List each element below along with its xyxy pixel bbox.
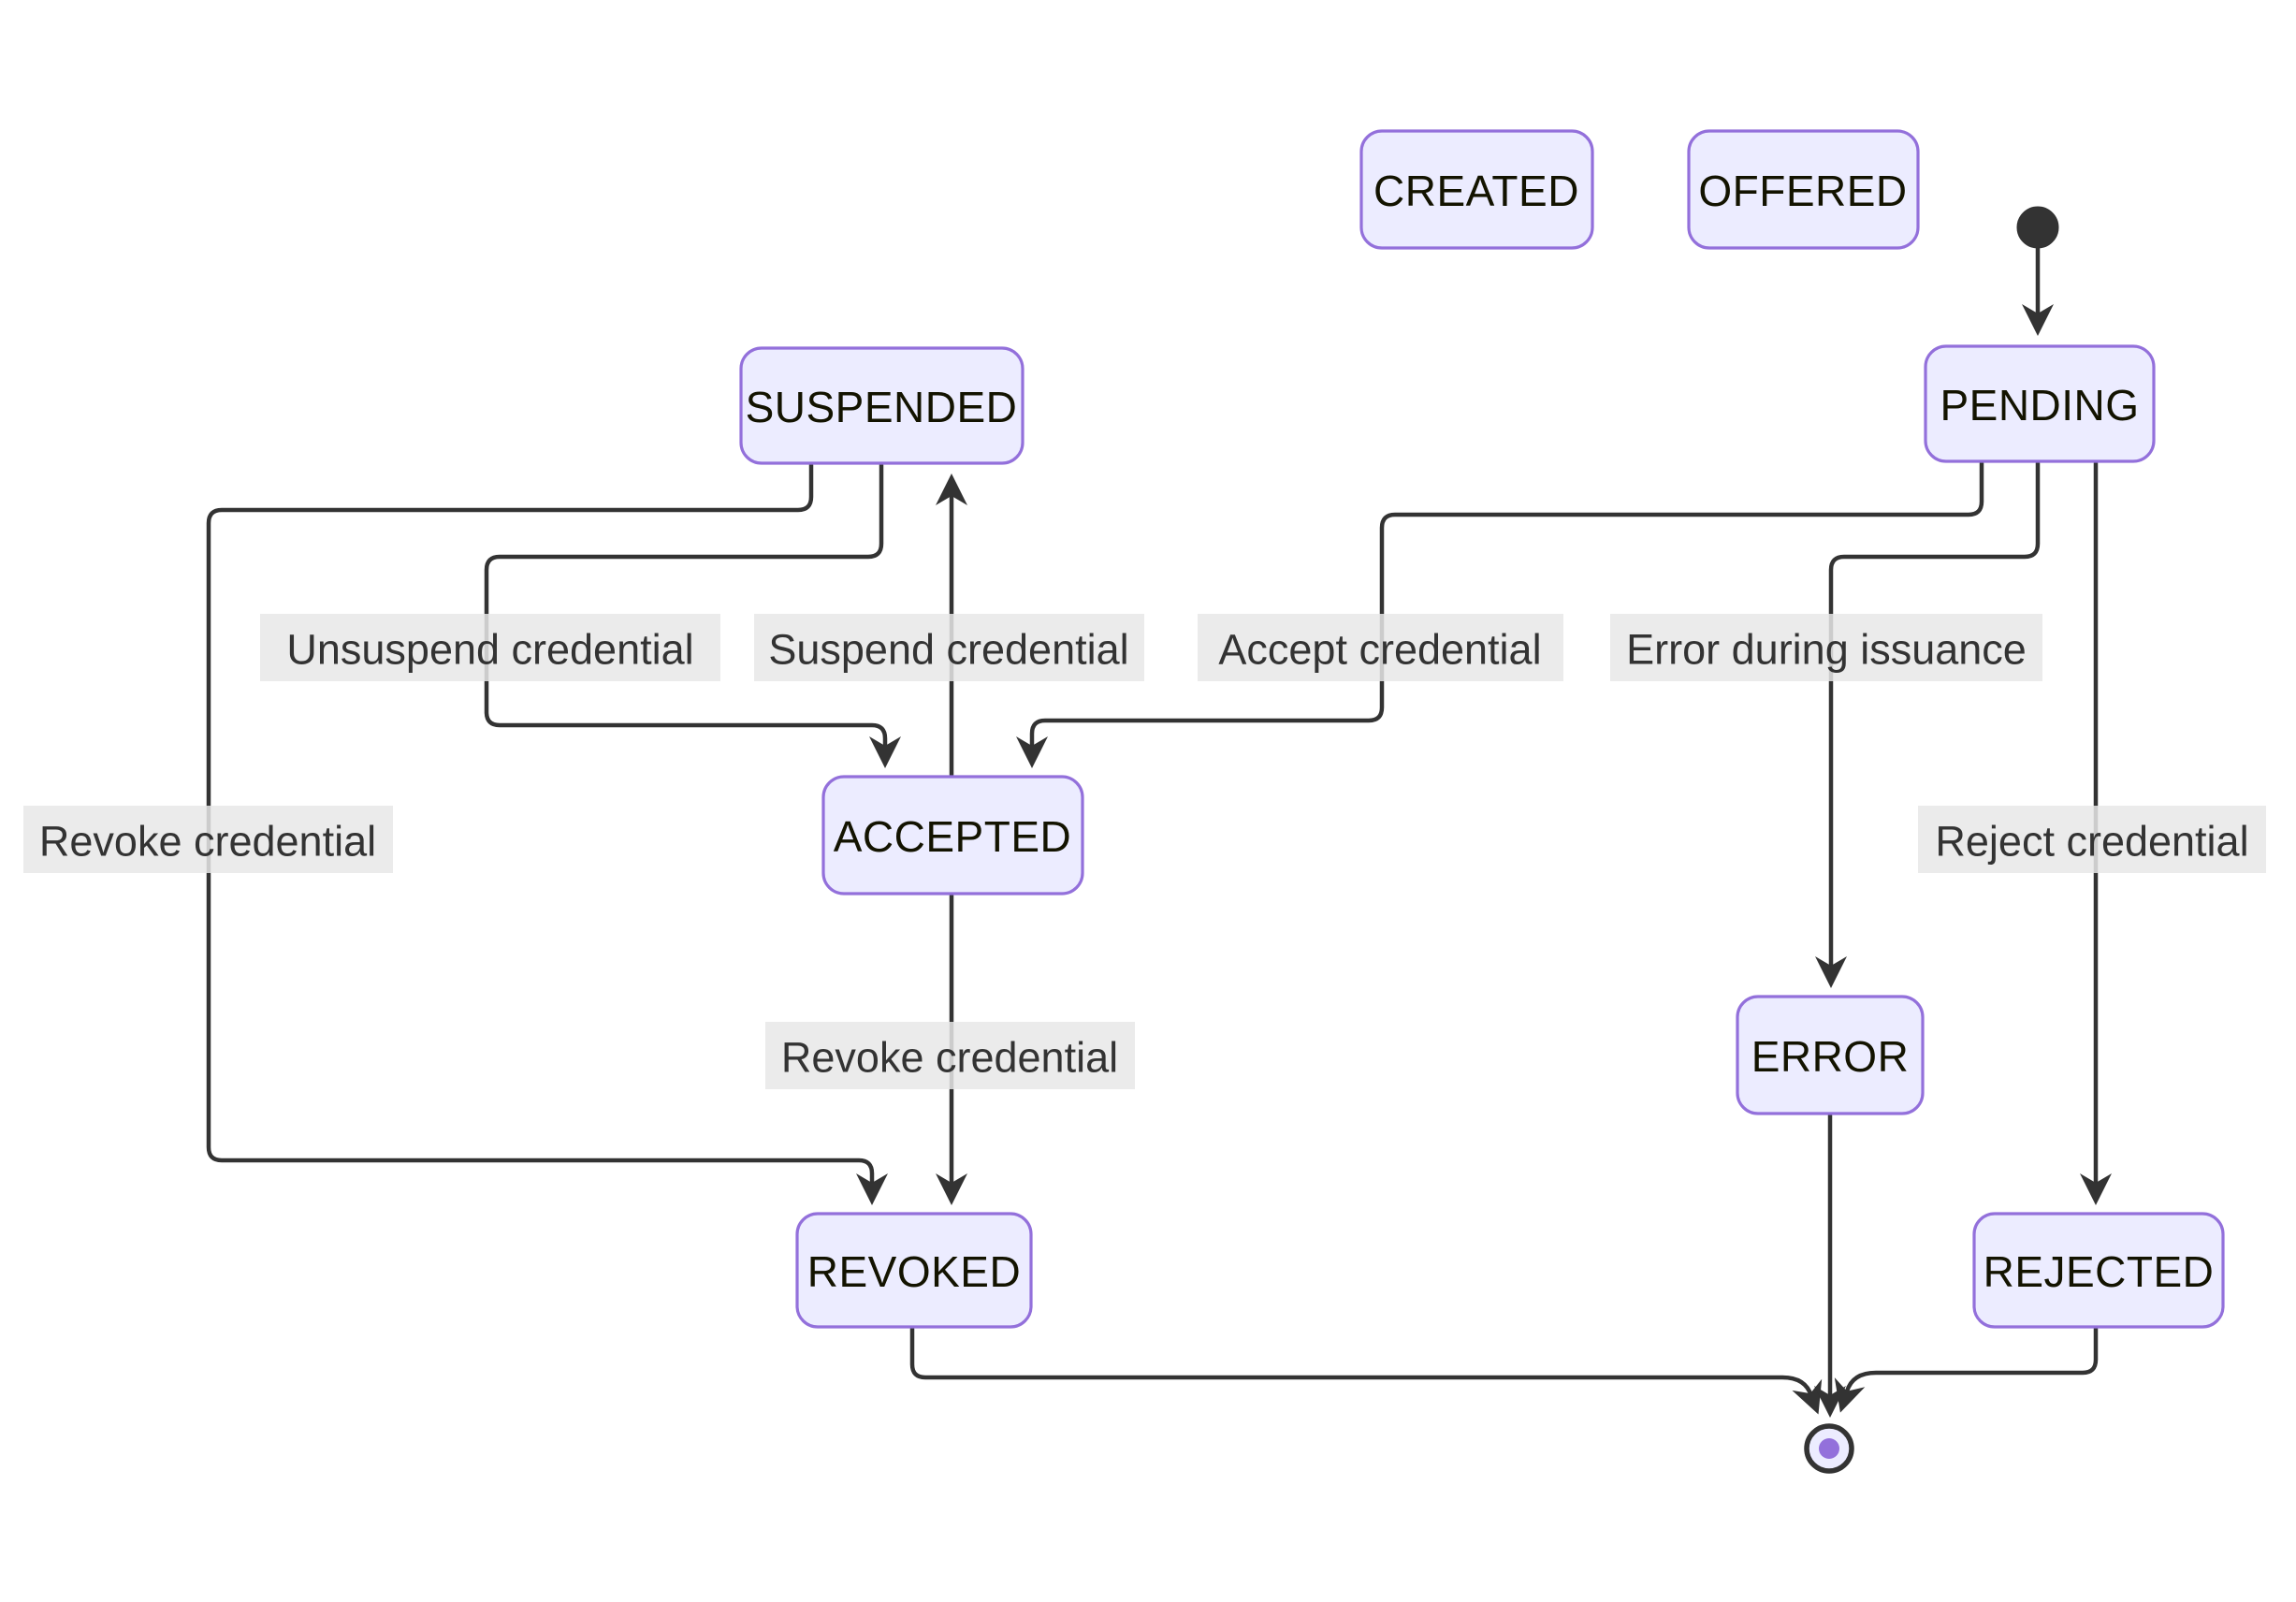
edge-label-bg [1198, 614, 1563, 681]
edge-label-accept-credential: Accept credential [1198, 614, 1563, 681]
edge-label-text: Revoke credential [781, 1034, 1118, 1082]
state-pending: PENDING [1924, 344, 2156, 463]
final-state-ring [1804, 1423, 1854, 1474]
state-box [1359, 129, 1594, 250]
state-created: CREATED [1359, 129, 1594, 250]
edge-label-text: Error during issuance [1626, 626, 2027, 674]
edge-pending-to-error [1815, 460, 2041, 988]
edge-pending-to-accepted [1016, 460, 1984, 768]
state-suspended: SUSPENDED [739, 346, 1024, 465]
state-box [739, 346, 1024, 465]
edge-label-text: Suspend credential [768, 626, 1128, 674]
state-name: REJECTED [1984, 1247, 2215, 1296]
edge-label-text: Revoke credential [39, 818, 376, 866]
state-name: REVOKED [807, 1247, 1021, 1296]
state-error: ERROR [1736, 995, 1925, 1115]
final-state-inner-dot [1819, 1438, 1839, 1459]
edge-label-text: Unsuspend credential [286, 626, 693, 674]
edge-label-revoke-credential-center: Revoke credential [765, 1022, 1135, 1089]
edge-label-text: Accept credential [1218, 626, 1541, 674]
state-rejected: REJECTED [1972, 1212, 2225, 1329]
edge-revoked-to-final [909, 1326, 1823, 1415]
state-accepted: ACCEPTED [821, 775, 1084, 896]
state-box [1736, 995, 1925, 1115]
state-revoked: REVOKED [795, 1212, 1033, 1329]
edges [206, 246, 2112, 1418]
state-box [1687, 129, 1920, 250]
state-name: ACCEPTED [834, 812, 1071, 861]
edge-label-revoke-credential-left: Revoke credential [23, 806, 393, 873]
edge-label-text: Reject credential [1935, 818, 2248, 866]
edge-label-bg [765, 1022, 1135, 1089]
state-name: CREATED [1373, 167, 1579, 215]
edge-label-error-during-issuance: Error during issuance [1610, 614, 2042, 681]
state-name: SUSPENDED [746, 383, 1018, 431]
state-box [795, 1212, 1033, 1329]
edge-label-bg [754, 614, 1144, 681]
edge-label-unsuspend-credential: Unsuspend credential [260, 614, 720, 681]
state-box [1972, 1212, 2225, 1329]
state-box [1924, 344, 2156, 463]
edge-label-bg [260, 614, 720, 681]
edge-rejected-to-final [1834, 1326, 2099, 1413]
edge-label-reject-credential: Reject credential [1918, 806, 2266, 873]
initial-state-dot [2016, 206, 2059, 249]
state-name: OFFERED [1698, 167, 1907, 215]
state-name: PENDING [1940, 381, 2139, 430]
edge-labels: Unsuspend credential Suspend credential … [23, 614, 2266, 1089]
state-name: ERROR [1751, 1032, 1910, 1081]
edge-label-suspend-credential: Suspend credential [754, 614, 1144, 681]
edge-label-bg [23, 806, 393, 873]
edge-label-bg [1610, 614, 2042, 681]
state-offered: OFFERED [1687, 129, 1920, 250]
edge-label-bg [1918, 806, 2266, 873]
state-box [821, 775, 1084, 896]
